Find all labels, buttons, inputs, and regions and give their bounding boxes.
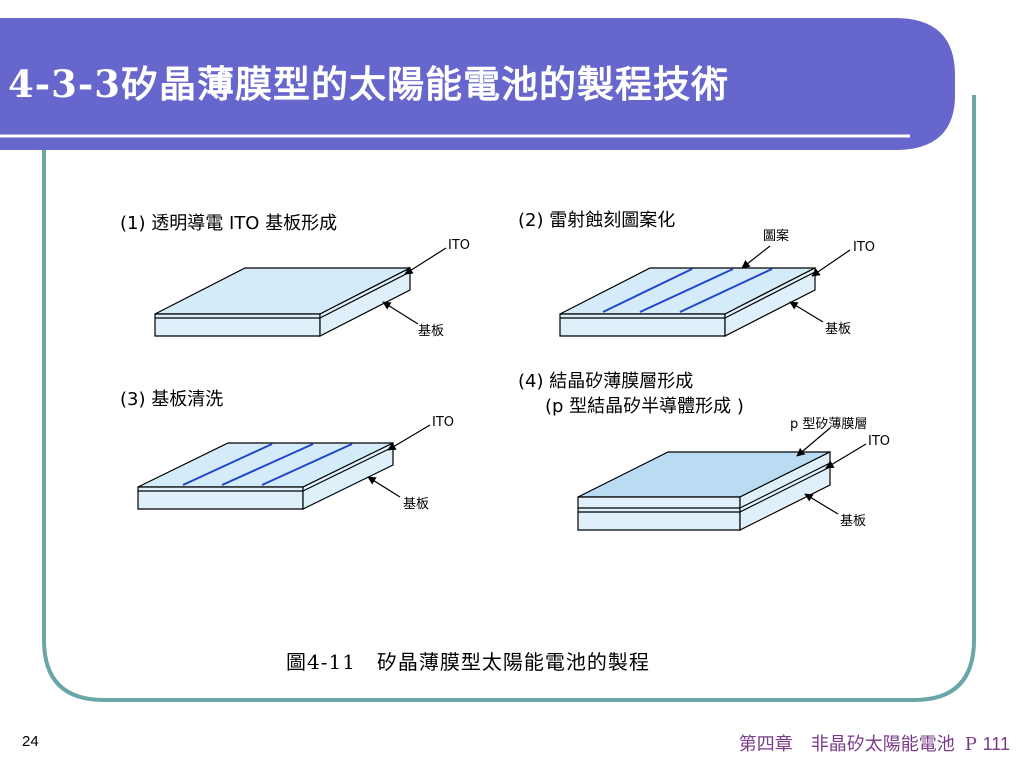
step4-p-layer-label: p 型矽薄膜層: [790, 417, 868, 432]
step2-substrate-label: 基板: [825, 322, 852, 337]
content-border: [42, 95, 976, 702]
step1-heading: (1) 透明導電 ITO 基板形成: [120, 213, 338, 234]
step1-ito-label: ITO: [448, 238, 471, 253]
title-bar: [0, 18, 955, 150]
step3-slab: [137, 442, 394, 510]
step2-substrate-arrow: [789, 301, 824, 323]
step1-ito-arrow: [404, 247, 447, 275]
step2-pattern-label: 圖案: [763, 229, 790, 244]
step4-heading-line2: (p 型結晶矽半導體形成 ): [545, 396, 744, 417]
step4-ito-arrow: [825, 443, 867, 469]
step4-slab: [577, 451, 831, 531]
step1-substrate-label: 基板: [418, 324, 445, 339]
step4-heading-line1: (4) 結晶矽薄膜層形成: [518, 371, 694, 392]
step4-substrate-arrow: [804, 493, 839, 515]
step3-pattern-lines: [182, 443, 353, 486]
step2-pattern-arrow: [741, 245, 771, 269]
footer-chapter-text: 第四章 非晶矽太陽能電池: [738, 734, 955, 755]
step2-slab: [559, 267, 816, 337]
footer-chapter: 第四章 非晶矽太陽能電池 P 111: [739, 730, 1010, 756]
slide-number: 24: [22, 733, 39, 750]
footer-page-prefix: P: [964, 734, 983, 755]
figure-caption: 圖4-11 矽晶薄膜型太陽能電池的製程: [286, 650, 650, 674]
step1-slab: [154, 267, 411, 337]
slide-title: 4-3-3矽晶薄膜型的太陽能電池的製程技術: [8, 62, 729, 106]
footer-page-number: 111: [982, 734, 1010, 754]
step4-ito-label: ITO: [868, 434, 891, 449]
step2-ito-arrow: [811, 249, 851, 277]
step1-substrate-arrow: [382, 301, 419, 325]
step3-substrate-label: 基板: [403, 497, 430, 512]
step3-heading: (3) 基板清洗: [120, 389, 224, 410]
step3-ito-label: ITO: [432, 415, 455, 430]
step4-substrate-label: 基板: [840, 514, 867, 529]
step2-pattern-lines: [602, 268, 773, 313]
step3-substrate-arrow: [367, 476, 401, 498]
step3-ito-arrow: [387, 424, 431, 451]
step2-heading: (2) 雷射蝕刻圖案化: [518, 210, 676, 231]
step4-p-layer-arrow: [796, 427, 831, 457]
step2-ito-label: ITO: [853, 240, 876, 255]
